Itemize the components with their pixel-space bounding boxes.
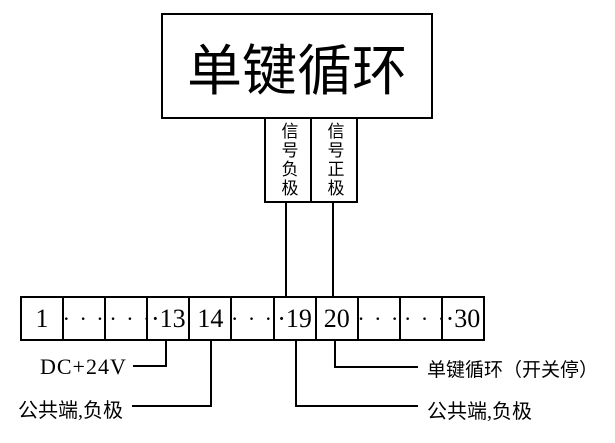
terminal-cell-ellipsis: · · ·: [356, 298, 399, 339]
wire-terminal-19-vertical: [295, 340, 297, 407]
wire-terminal-20-horizontal: [334, 366, 418, 368]
terminal-cell-13: ·13: [146, 298, 188, 339]
terminal-cell-ellipsis: · · ·: [62, 298, 104, 339]
wire-signal-negative: [285, 201, 287, 296]
wire-terminal-20-vertical: [334, 340, 336, 368]
terminal-cell-19: ·19: [272, 298, 315, 339]
wire-terminal-13-horizontal: [133, 365, 167, 367]
wire-terminal-19-horizontal: [295, 405, 418, 407]
single-key-cycle-label: 单键循环（开关停）: [427, 360, 599, 381]
signal-negative-label: 信号负极: [278, 122, 298, 198]
controller-box: 单键循环: [161, 13, 433, 119]
wire-terminal-13-vertical: [165, 340, 167, 367]
terminal-cell-ellipsis: · · ·: [230, 298, 272, 339]
signal-positive-box: 信号正极: [310, 119, 356, 201]
common-negative-right-label: 公共端,负极: [427, 401, 532, 423]
dc-24v-label: DC+24V: [40, 354, 127, 379]
wire-terminal-14-horizontal: [132, 405, 212, 407]
terminal-cell-ellipsis: ·· · ·: [104, 298, 146, 339]
controller-box-label: 单键循环: [186, 41, 407, 102]
terminal-cell-14: 14: [188, 298, 230, 339]
wire-terminal-14-vertical: [210, 340, 212, 407]
signal-terminal-boxes: 信号负极 信号正极: [264, 117, 358, 203]
terminal-cell-1: 1: [35, 303, 49, 333]
signal-positive-label: 信号正极: [324, 122, 344, 198]
signal-negative-box: 信号负极: [266, 119, 310, 201]
terminal-strip: 1 · · · ·· · · ·13 14 · · · ·19 20 · · ·…: [20, 296, 485, 341]
terminal-cell-ellipsis: ·· · ·: [398, 298, 441, 339]
wire-signal-positive: [332, 201, 334, 296]
terminal-cell-20: 20: [314, 298, 357, 339]
common-negative-left-label: 公共端,负极: [18, 400, 123, 422]
terminal-cell-30: ·30: [440, 298, 483, 339]
